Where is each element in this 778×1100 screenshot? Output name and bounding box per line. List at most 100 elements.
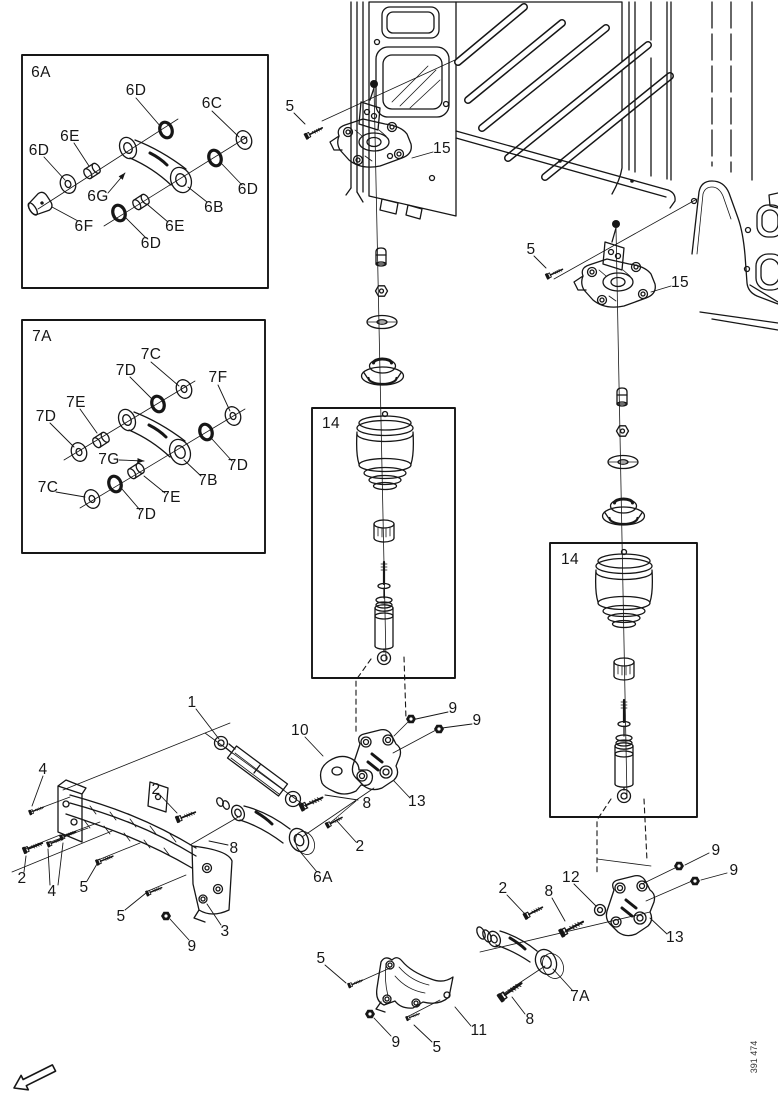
shock-absorber-left bbox=[373, 560, 395, 666]
callout-7g-17: 7G bbox=[98, 451, 120, 468]
leader-lines bbox=[23, 112, 728, 1043]
figure-number: 391 474 bbox=[749, 1040, 759, 1074]
callout-9-32: 9 bbox=[472, 712, 482, 729]
bracket-15-left bbox=[329, 80, 412, 168]
bolt-5 bbox=[144, 884, 164, 898]
callout-5-54: 5 bbox=[316, 950, 326, 967]
callout-9-49: 9 bbox=[711, 842, 721, 859]
assembly-reference-dashes bbox=[355, 656, 652, 875]
air-spring-right bbox=[594, 548, 654, 629]
detail-box-14-left bbox=[311, 407, 456, 679]
callout-7a-52: 7A bbox=[570, 988, 590, 1005]
mount-chain-left bbox=[360, 246, 405, 387]
callout-8-45: 8 bbox=[229, 840, 239, 857]
callout-3-44: 3 bbox=[220, 923, 230, 940]
callout-2-46: 2 bbox=[498, 880, 508, 897]
bracket-13-left bbox=[350, 728, 402, 792]
callout-7a-11: 7A bbox=[32, 328, 52, 345]
callout-6a-36: 6A bbox=[313, 869, 333, 886]
callout-6a-0: 6A bbox=[31, 64, 51, 81]
clamp-plate-10 bbox=[319, 755, 374, 795]
callout-7e-15: 7E bbox=[66, 394, 86, 411]
bolt-2 bbox=[173, 807, 198, 825]
callout-8-53: 8 bbox=[525, 1011, 535, 1028]
bolt-5-upper-right bbox=[543, 265, 565, 281]
callout-7d-13: 7D bbox=[115, 362, 137, 379]
bracket-11 bbox=[375, 957, 454, 1013]
callout-7d-16: 7D bbox=[35, 408, 57, 425]
panel-ribs bbox=[454, 3, 674, 181]
air-spring-left bbox=[355, 410, 415, 491]
callout-8-33: 8 bbox=[362, 795, 372, 812]
callout-6f-8: 6F bbox=[74, 218, 94, 235]
callout-15-26: 15 bbox=[670, 274, 690, 291]
control-arm-6a bbox=[216, 797, 316, 855]
callout-6b-6: 6B bbox=[204, 199, 224, 216]
callout-6d-10: 6D bbox=[140, 235, 162, 252]
nut-9 bbox=[674, 861, 684, 871]
callout-5-23: 5 bbox=[285, 98, 295, 115]
callout-6e-3: 6E bbox=[60, 128, 80, 145]
direction-arrow-icon bbox=[13, 1064, 57, 1091]
inset-box-lower-arm-7a bbox=[21, 319, 266, 554]
control-arm-7a bbox=[476, 926, 564, 979]
callout-7d-19: 7D bbox=[227, 457, 249, 474]
shock-absorber-right bbox=[613, 698, 635, 804]
nut-9 bbox=[161, 911, 171, 921]
callout-6c-2: 6C bbox=[201, 95, 223, 112]
callout-1-29: 1 bbox=[187, 694, 197, 711]
callout-13-34: 13 bbox=[407, 793, 427, 810]
detail-box-14-right bbox=[549, 542, 698, 818]
callout-7f-14: 7F bbox=[208, 369, 228, 386]
callout-5-41: 5 bbox=[79, 879, 89, 896]
bolt-2 bbox=[20, 838, 45, 856]
callout-5-56: 5 bbox=[432, 1039, 442, 1056]
bolt-4 bbox=[27, 803, 46, 817]
callout-7c-12: 7C bbox=[140, 346, 162, 363]
callout-14-27: 14 bbox=[321, 415, 341, 432]
nut-9 bbox=[690, 876, 700, 886]
callout-13-51: 13 bbox=[665, 929, 685, 946]
callout-9-50: 9 bbox=[729, 862, 739, 879]
callout-4-37: 4 bbox=[38, 761, 48, 778]
bolt-5 bbox=[94, 852, 115, 867]
nut-9 bbox=[434, 724, 444, 734]
bolt-2 bbox=[521, 903, 545, 922]
nut-9 bbox=[365, 1009, 375, 1019]
bolt-8 bbox=[495, 978, 526, 1005]
callout-10-30: 10 bbox=[290, 722, 310, 739]
callout-9-43: 9 bbox=[187, 938, 197, 955]
mount-chain-right bbox=[601, 386, 646, 527]
callout-9-31: 9 bbox=[448, 700, 458, 717]
callout-8-47: 8 bbox=[544, 883, 554, 900]
callout-6d-7: 6D bbox=[237, 181, 259, 198]
callout-6e-9: 6E bbox=[165, 218, 185, 235]
callout-6g-5: 6G bbox=[87, 188, 109, 205]
bolt-5-upper-left bbox=[302, 124, 325, 141]
callout-9-55: 9 bbox=[391, 1034, 401, 1051]
callout-12-48: 12 bbox=[561, 869, 581, 886]
callout-7e-21: 7E bbox=[161, 489, 181, 506]
callout-4-40: 4 bbox=[47, 883, 57, 900]
bolt-8 bbox=[297, 792, 326, 813]
callout-7d-22: 7D bbox=[135, 506, 157, 523]
callout-14-28: 14 bbox=[560, 551, 580, 568]
callout-6d-4: 6D bbox=[28, 142, 50, 159]
axis-lines bbox=[11, 59, 698, 1018]
bracket-13-right bbox=[604, 874, 656, 938]
bracket-15-right bbox=[573, 220, 656, 308]
callout-11-57: 11 bbox=[470, 1022, 488, 1039]
callout-6d-1: 6D bbox=[125, 82, 147, 99]
bolt-5 bbox=[346, 976, 365, 990]
lateral-shock-1 bbox=[213, 735, 302, 808]
bolt-5 bbox=[404, 1010, 421, 1022]
crossmember-3 bbox=[57, 779, 233, 923]
inset-box-upper-arm-6a bbox=[21, 54, 269, 289]
callout-2-39: 2 bbox=[17, 870, 27, 887]
callout-7c-20: 7C bbox=[37, 479, 59, 496]
callout-2-35: 2 bbox=[355, 838, 365, 855]
callout-7b-18: 7B bbox=[198, 472, 218, 489]
callout-2-38: 2 bbox=[151, 781, 161, 798]
